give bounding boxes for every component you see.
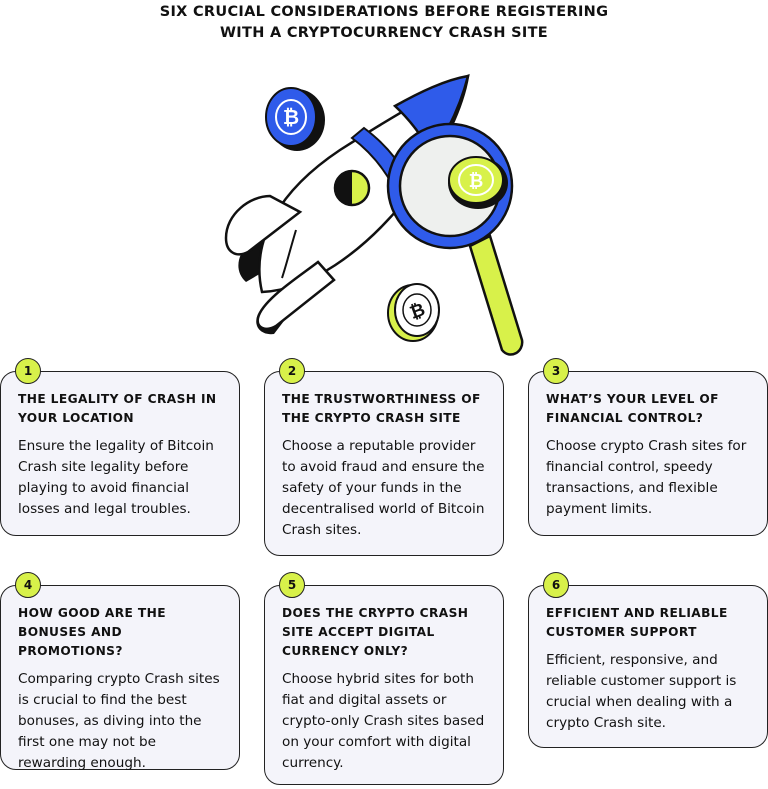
rocket-icon: [224, 73, 470, 335]
page-title: SIX CRUCIAL CONSIDERATIONS BEFORE REGIST…: [0, 2, 768, 44]
svg-text:₿: ₿: [469, 171, 484, 192]
step-badge: 1: [15, 358, 41, 384]
hero-illustration: ₿ ₿ ₿: [224, 73, 524, 356]
card-title: THE TRUSTWORTHINESS OF THE CRYPTO CRASH …: [282, 392, 481, 425]
card-body: Ensure the legality of Bitcoin Crash sit…: [18, 438, 214, 517]
title-line-2: WITH A CRYPTOCURRENCY CRASH SITE: [220, 25, 548, 41]
card-body: Comparing crypto Crash sites is crucial …: [18, 671, 220, 771]
card-body: Choose hybrid sites for both fiat and di…: [282, 671, 485, 771]
bitcoin-coin-icon: ₿: [265, 87, 325, 151]
title-line-1: SIX CRUCIAL CONSIDERATIONS BEFORE REGIST…: [159, 4, 609, 20]
svg-text:₿: ₿: [283, 105, 299, 129]
step-badge: 2: [279, 358, 305, 384]
step-badge: 3: [543, 358, 569, 384]
consideration-card-6: 6 EFFICIENT AND RELIABLE CUSTOMER SUPPOR…: [528, 572, 768, 748]
consideration-card-3: 3 WHAT’S YOUR LEVEL OF FINANCIAL CONTROL…: [528, 358, 768, 536]
card-title: WHAT’S YOUR LEVEL OF FINANCIAL CONTROL?: [546, 392, 719, 425]
card-body: Choose crypto Crash sites for financial …: [546, 438, 747, 517]
svg-text:₿: ₿: [407, 299, 428, 324]
card-body: Choose a reputable provider to avoid fra…: [282, 438, 485, 538]
consideration-card-1: 1 THE LEGALITY OF CRASH IN YOUR LOCATION…: [0, 358, 240, 536]
step-badge: 6: [543, 572, 569, 598]
consideration-card-5: 5 DOES THE CRYPTO CRASH SITE ACCEPT DIGI…: [264, 572, 504, 785]
card-title: DOES THE CRYPTO CRASH SITE ACCEPT DIGITA…: [282, 606, 469, 658]
card-title: THE LEGALITY OF CRASH IN YOUR LOCATION: [18, 392, 217, 425]
magnifying-glass-icon: ₿: [386, 122, 524, 356]
consideration-card-4: 4 HOW GOOD ARE THE BONUSES AND PROMOTION…: [0, 572, 240, 771]
consideration-card-2: 2 THE TRUSTWORTHINESS OF THE CRYPTO CRAS…: [264, 358, 504, 556]
card-body: Efficient, responsive, and reliable cust…: [546, 652, 737, 731]
card-title: EFFICIENT AND RELIABLE CUSTOMER SUPPORT: [546, 606, 728, 639]
step-badge: 4: [15, 572, 41, 598]
card-title: HOW GOOD ARE THE BONUSES AND PROMOTIONS?: [18, 606, 166, 658]
bitcoin-coin-icon: ₿: [387, 283, 440, 342]
step-badge: 5: [279, 572, 305, 598]
